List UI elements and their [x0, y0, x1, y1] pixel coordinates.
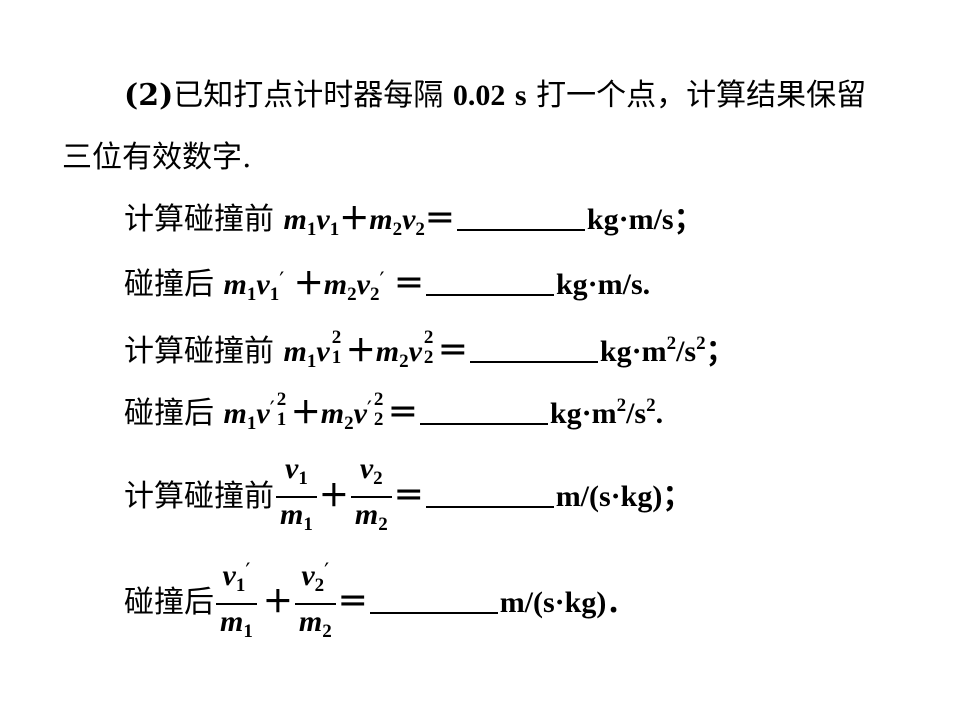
interval-value: 0.02: [452, 79, 506, 112]
answer-blank[interactable]: [425, 480, 554, 508]
label-before: 计算碰撞前: [124, 334, 274, 369]
unit: m/(s·kg)；: [555, 480, 693, 513]
intro-line-1: (2)已知打点计时器每隔 0.02 s 打一个点，计算结果保留: [124, 76, 866, 116]
unit: kg·m: [549, 397, 617, 430]
unit-punct: ；: [705, 335, 736, 368]
unit: kg·m/s；: [586, 203, 704, 236]
unit: m/(s·kg)．: [499, 585, 637, 619]
part-label: (2): [124, 78, 174, 113]
answer-blank[interactable]: [456, 203, 585, 231]
label-after: 碰撞后: [124, 584, 214, 620]
label-before: 计算碰撞前: [124, 479, 274, 514]
fraction: v1′m1: [216, 556, 257, 649]
unit-punct: .: [655, 397, 664, 430]
label-before: 计算碰撞前: [124, 202, 274, 237]
momentum-after-line: 碰撞后 m1v1′ ＋m2v2′ ＝kg·m/s.: [124, 267, 651, 305]
intro-text-b: 打一个点，计算结果保留: [536, 78, 867, 113]
unit: kg·m/s.: [555, 268, 651, 301]
unit: kg·m: [599, 335, 667, 368]
intro-line-2: 三位有效数字.: [62, 138, 252, 178]
label-after: 碰撞后: [124, 396, 214, 431]
label-after: 碰撞后: [124, 267, 214, 302]
answer-blank[interactable]: [369, 586, 498, 614]
fraction: v2′m2: [294, 556, 336, 649]
answer-blank[interactable]: [425, 268, 554, 296]
momentum-before-line: 计算碰撞前 m1v1＋m2v2＝kg·m/s；: [124, 202, 704, 240]
intro-text-a: 已知打点计时器每隔: [173, 78, 444, 113]
answer-blank[interactable]: [469, 335, 598, 363]
interval-unit: s: [514, 79, 527, 112]
answer-blank[interactable]: [419, 397, 548, 425]
intro-text-c: 三位有效数字.: [62, 140, 252, 175]
